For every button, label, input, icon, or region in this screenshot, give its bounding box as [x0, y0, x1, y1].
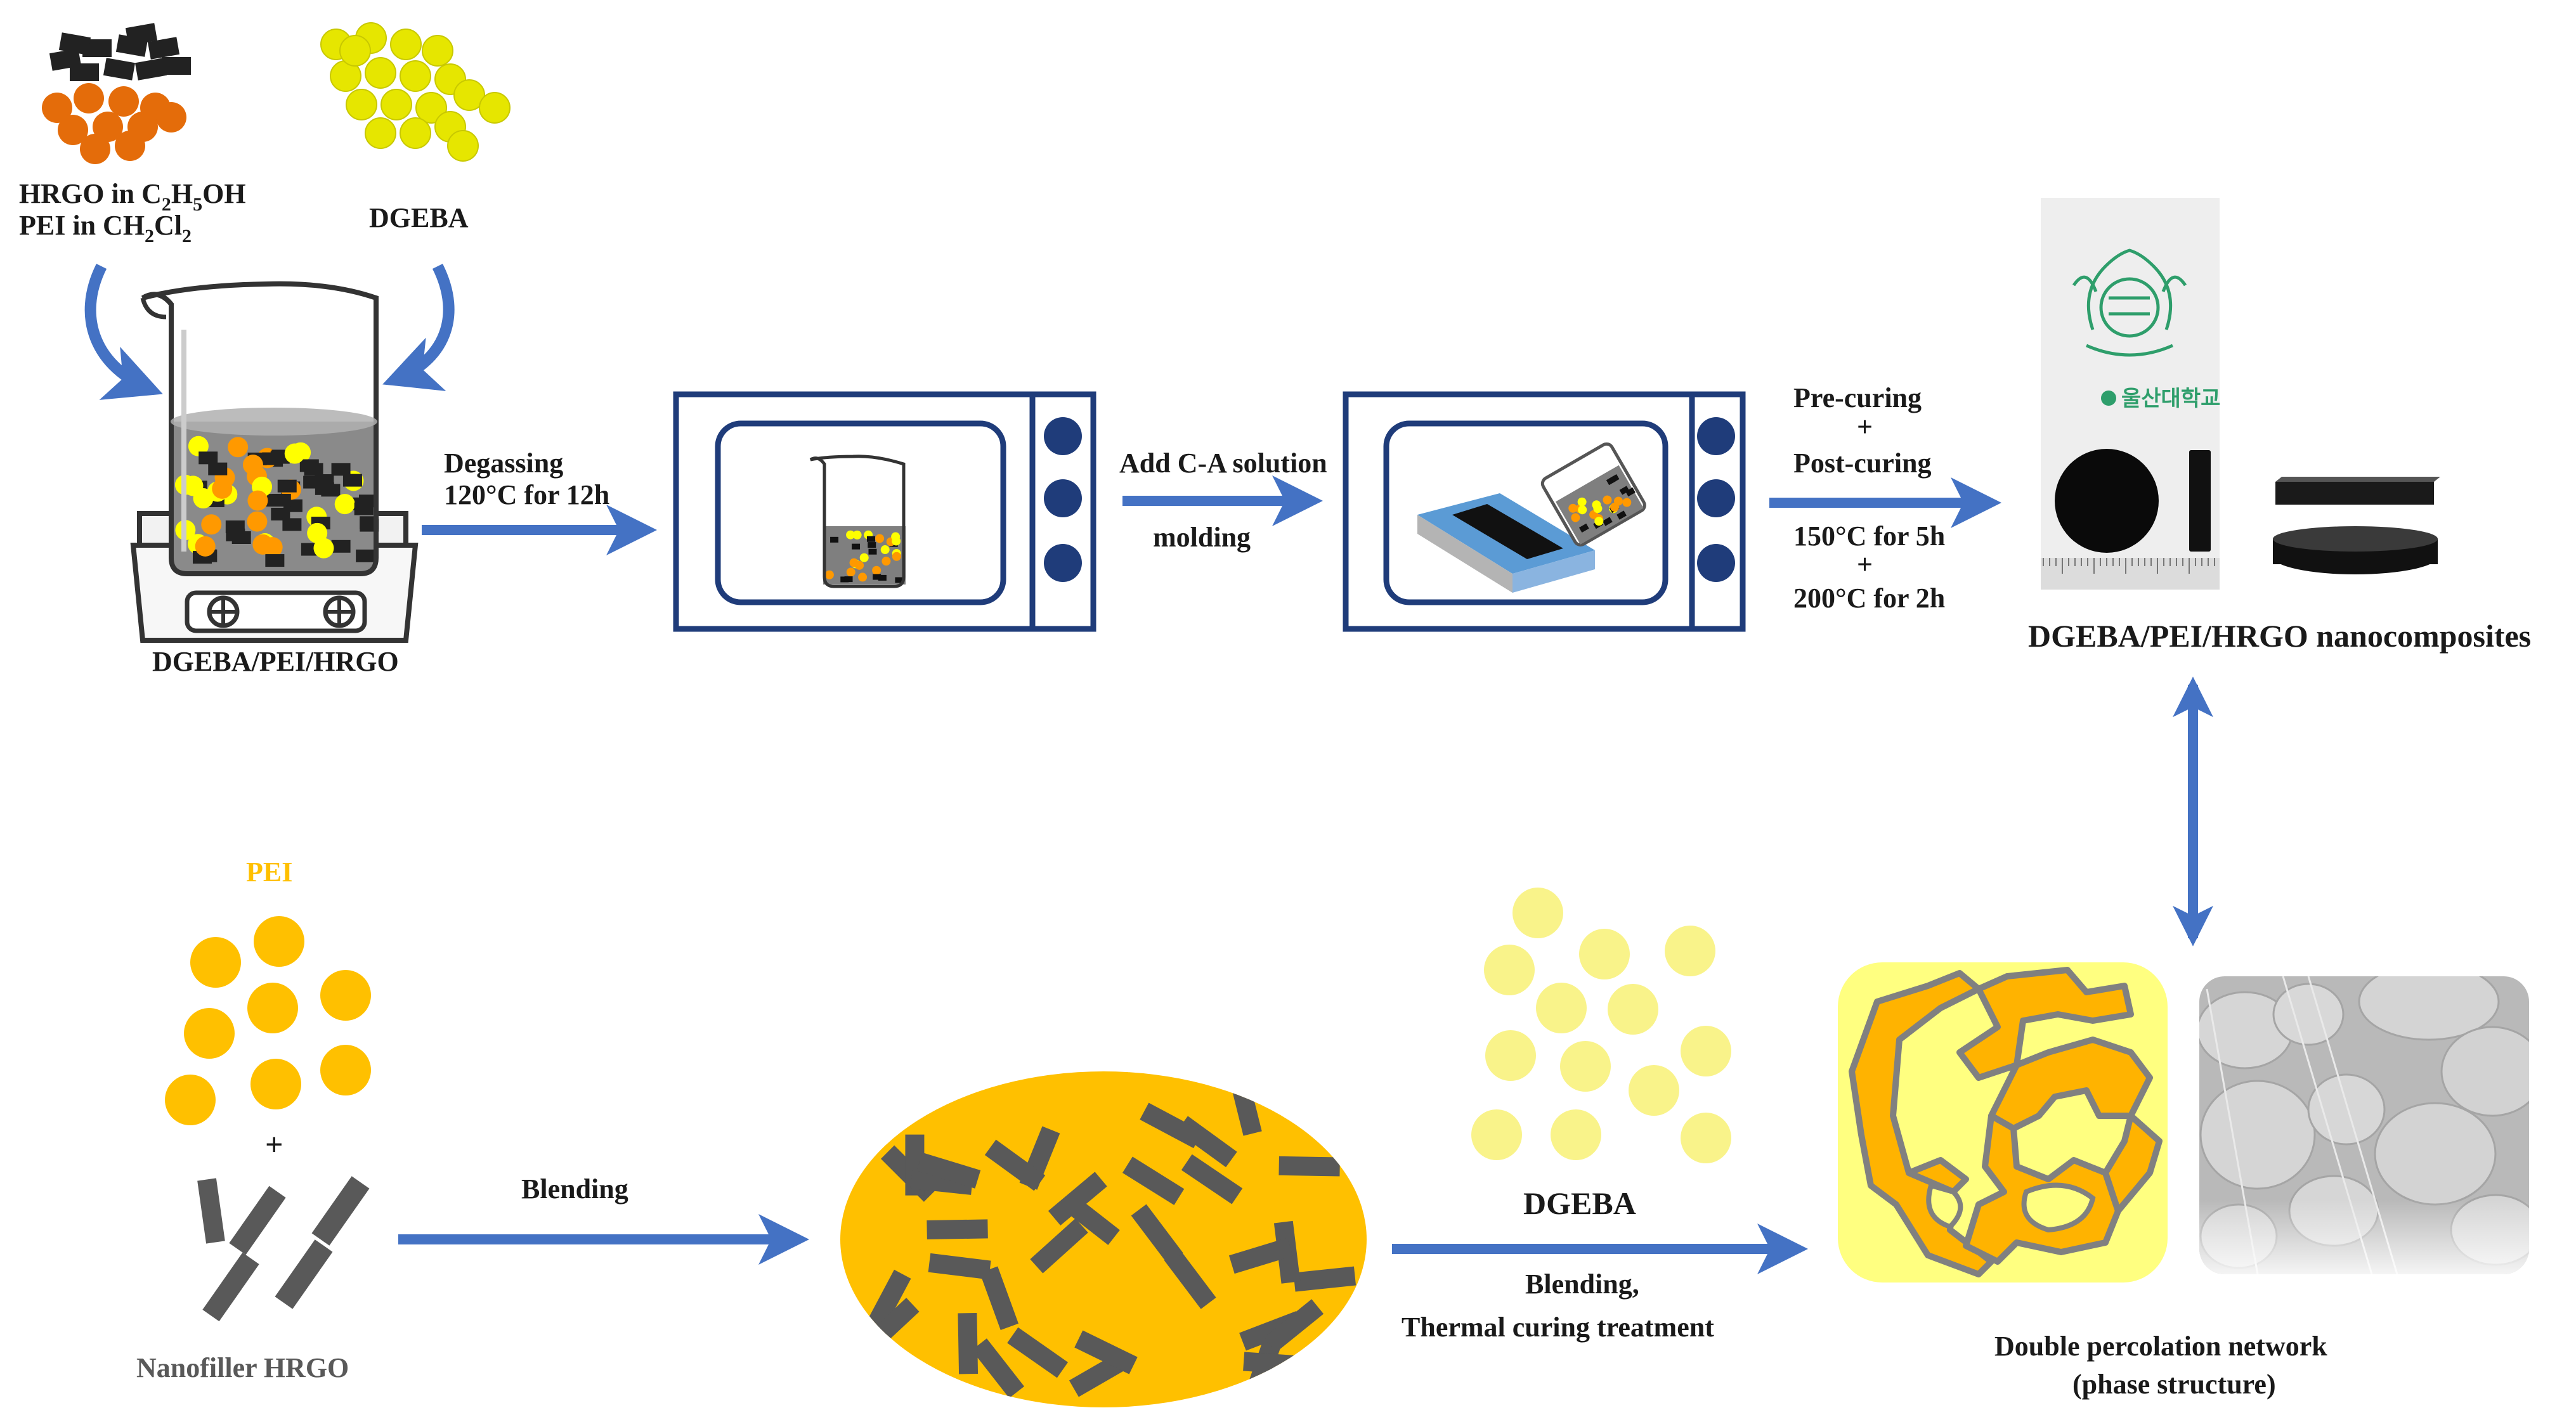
pei-hrgo-blend-icon — [840, 1071, 1367, 1407]
pei-solvent-label: PEI in CH2Cl2 — [19, 210, 192, 247]
cure-200-label: 200°C for 2h — [1793, 583, 1945, 614]
flat-bar-sample-icon — [2275, 477, 2440, 505]
pei-bottom-label: PEI — [246, 856, 292, 888]
plus-one: + — [1857, 411, 1873, 443]
pre-curing-label: Pre-curing — [1793, 382, 1922, 413]
hrgo-label: HRGO in C2H5OH — [19, 178, 246, 215]
beaker-caption: DGEBA/PEI/HRGO — [152, 646, 399, 677]
phase-structure-schematic — [1838, 962, 2168, 1283]
phase-structure-label: (phase structure) — [2072, 1369, 2276, 1400]
pour-arrow-left-icon — [84, 263, 163, 400]
plus-two: + — [1857, 549, 1873, 580]
plus-bottom: + — [265, 1127, 283, 1162]
hrgo-particles-icon — [42, 23, 191, 164]
pour-arrow-right-icon — [382, 263, 455, 391]
double-percolation-label: Double percolation network — [1994, 1331, 2327, 1362]
disc-sample-icon — [2055, 449, 2159, 553]
university-emblem-icon — [2072, 249, 2187, 357]
thermal-curing-label: Thermal curing treatment — [1402, 1312, 1714, 1343]
nanofiller-label: Nanofiller HRGO — [136, 1352, 349, 1383]
degassing-label: Degassing — [444, 448, 563, 479]
blending-label: Blending — [521, 1173, 628, 1205]
mold-icon — [1417, 493, 1595, 593]
hrgo-sheets-icon — [197, 1176, 370, 1322]
vacuum-oven-icon — [673, 391, 1096, 632]
sem-micrograph — [2199, 976, 2529, 1274]
pouring-beaker-icon — [1540, 442, 1646, 546]
pei-spheres-icon — [165, 916, 371, 1125]
nanocomposites-label: DGEBA/PEI/HRGO nanocomposites — [2028, 618, 2531, 654]
molding-label: molding — [1153, 522, 1251, 553]
dgeba-bottom-label: DGEBA — [1523, 1186, 1636, 1221]
sample-photo: 울산대학교 — [2041, 198, 2220, 590]
post-curing-label: Post-curing — [1793, 448, 1932, 479]
beaker-icon — [140, 281, 379, 576]
university-logo-text: 울산대학교 — [2121, 386, 2220, 411]
disc-side-sample-icon — [2273, 526, 2438, 574]
dgeba-top-label: DGEBA — [369, 202, 469, 233]
add-ca-label: Add C-A solution — [1119, 448, 1327, 479]
dgeba-spheres-icon — [1471, 888, 1731, 1163]
degassing-condition: 120°C for 12h — [444, 479, 609, 510]
bar-sample-icon — [2189, 450, 2211, 552]
blending-comma-label: Blending, — [1525, 1269, 1639, 1300]
emblem-dot-icon — [2101, 391, 2116, 406]
dgeba-particles-icon — [320, 22, 511, 162]
molding-oven-icon — [1343, 391, 1746, 632]
cure-150-label: 150°C for 5h — [1793, 520, 1945, 552]
